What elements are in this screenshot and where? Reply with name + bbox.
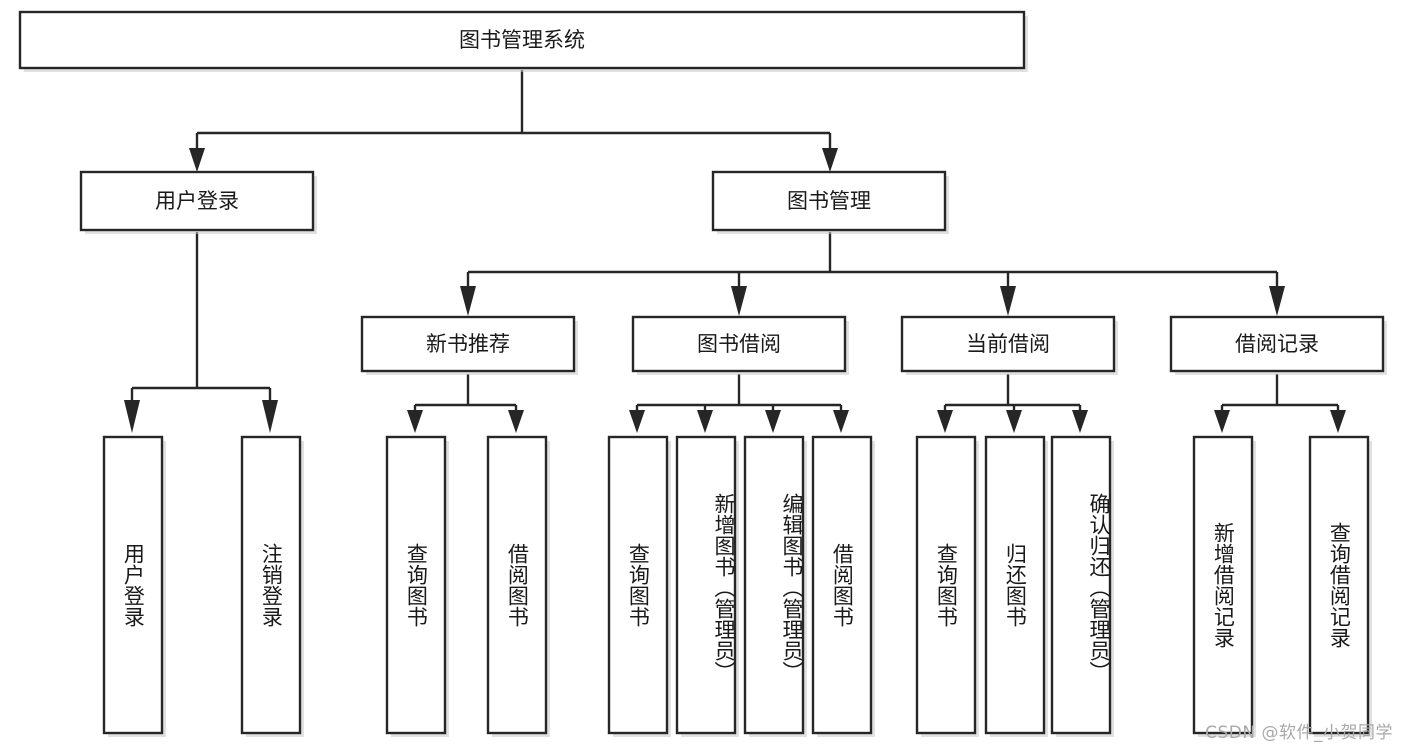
- connector-layer: [124, 70, 1346, 433]
- node-leaf-query-book-1-box[interactable]: [385, 435, 447, 735]
- arrow-head-new-book-rec: [460, 286, 476, 316]
- node-layer: [18, 10, 1387, 737]
- node-leaf-user-login-box[interactable]: [102, 435, 164, 735]
- node-current-borrow-box[interactable]: [900, 315, 1116, 373]
- arrow-head-leaf-query-book-1: [407, 410, 423, 433]
- node-leaf-borrow-book-1-box[interactable]: [486, 435, 548, 735]
- node-new-book-rec-label: 新书推荐: [426, 332, 510, 356]
- node-leaf-add-record-box[interactable]: [1192, 435, 1254, 735]
- arrow-head-leaf-confirm-return: [1072, 410, 1088, 433]
- node-borrow-record-label: 借阅记录: [1235, 332, 1319, 356]
- arrow-head-leaf-query-record: [1330, 410, 1346, 433]
- arrow-head-book-borrow: [731, 286, 747, 316]
- arrow-head-current-borrow: [1000, 286, 1016, 316]
- arrow-head-leaf-add-record: [1214, 410, 1230, 433]
- node-borrow-record-box[interactable]: [1169, 315, 1385, 373]
- node-leaf-return-book-box[interactable]: [984, 435, 1046, 735]
- node-new-book-rec-box[interactable]: [360, 315, 576, 373]
- arrow-head-book-manage: [822, 148, 838, 172]
- arrow-head-leaf-query-book-2: [629, 410, 645, 433]
- node-root-label: 图书管理系统: [459, 28, 585, 52]
- node-book-borrow-label: 图书借阅: [697, 332, 781, 356]
- label-layer: 图书管理系统 用户登录 图书管理 新书推荐 图书借阅 当前借阅 借阅记录: [155, 28, 1319, 356]
- node-leaf-add-book-box[interactable]: [675, 435, 737, 735]
- arrow-head-leaf-query-book-3: [937, 410, 953, 433]
- node-current-borrow-label: 当前借阅: [966, 332, 1050, 356]
- node-leaf-logout-box[interactable]: [240, 435, 302, 735]
- node-leaf-borrow-book-2-box[interactable]: [811, 435, 873, 735]
- arrow-head-leaf-add-book: [697, 410, 713, 433]
- node-leaf-query-book-3-box[interactable]: [915, 435, 977, 735]
- arrow-head-leaf-borrow-book-2: [833, 410, 849, 433]
- node-book-borrow-box[interactable]: [631, 315, 847, 373]
- node-leaf-edit-book-box[interactable]: [743, 435, 805, 735]
- arrow-head-leaf-edit-book: [765, 410, 781, 433]
- arrow-head-borrow-record: [1269, 286, 1285, 316]
- arrow-head-user-login: [189, 148, 205, 172]
- node-user-login-label: 用户登录: [155, 189, 239, 213]
- arrow-head-leaf-user-login: [124, 400, 140, 433]
- node-root-box[interactable]: [18, 10, 1026, 70]
- node-user-login-box[interactable]: [79, 170, 315, 232]
- node-leaf-query-record-box[interactable]: [1308, 435, 1370, 735]
- arrow-head-leaf-borrow-book-1: [508, 410, 524, 433]
- node-leaf-query-book-2-box[interactable]: [607, 435, 669, 735]
- arrow-head-leaf-return-book: [1006, 410, 1022, 433]
- node-book-manage-box[interactable]: [711, 170, 947, 232]
- node-leaf-confirm-return-box[interactable]: [1050, 435, 1112, 735]
- node-book-manage-label: 图书管理: [787, 189, 871, 213]
- arrow-head-leaf-logout: [262, 400, 278, 433]
